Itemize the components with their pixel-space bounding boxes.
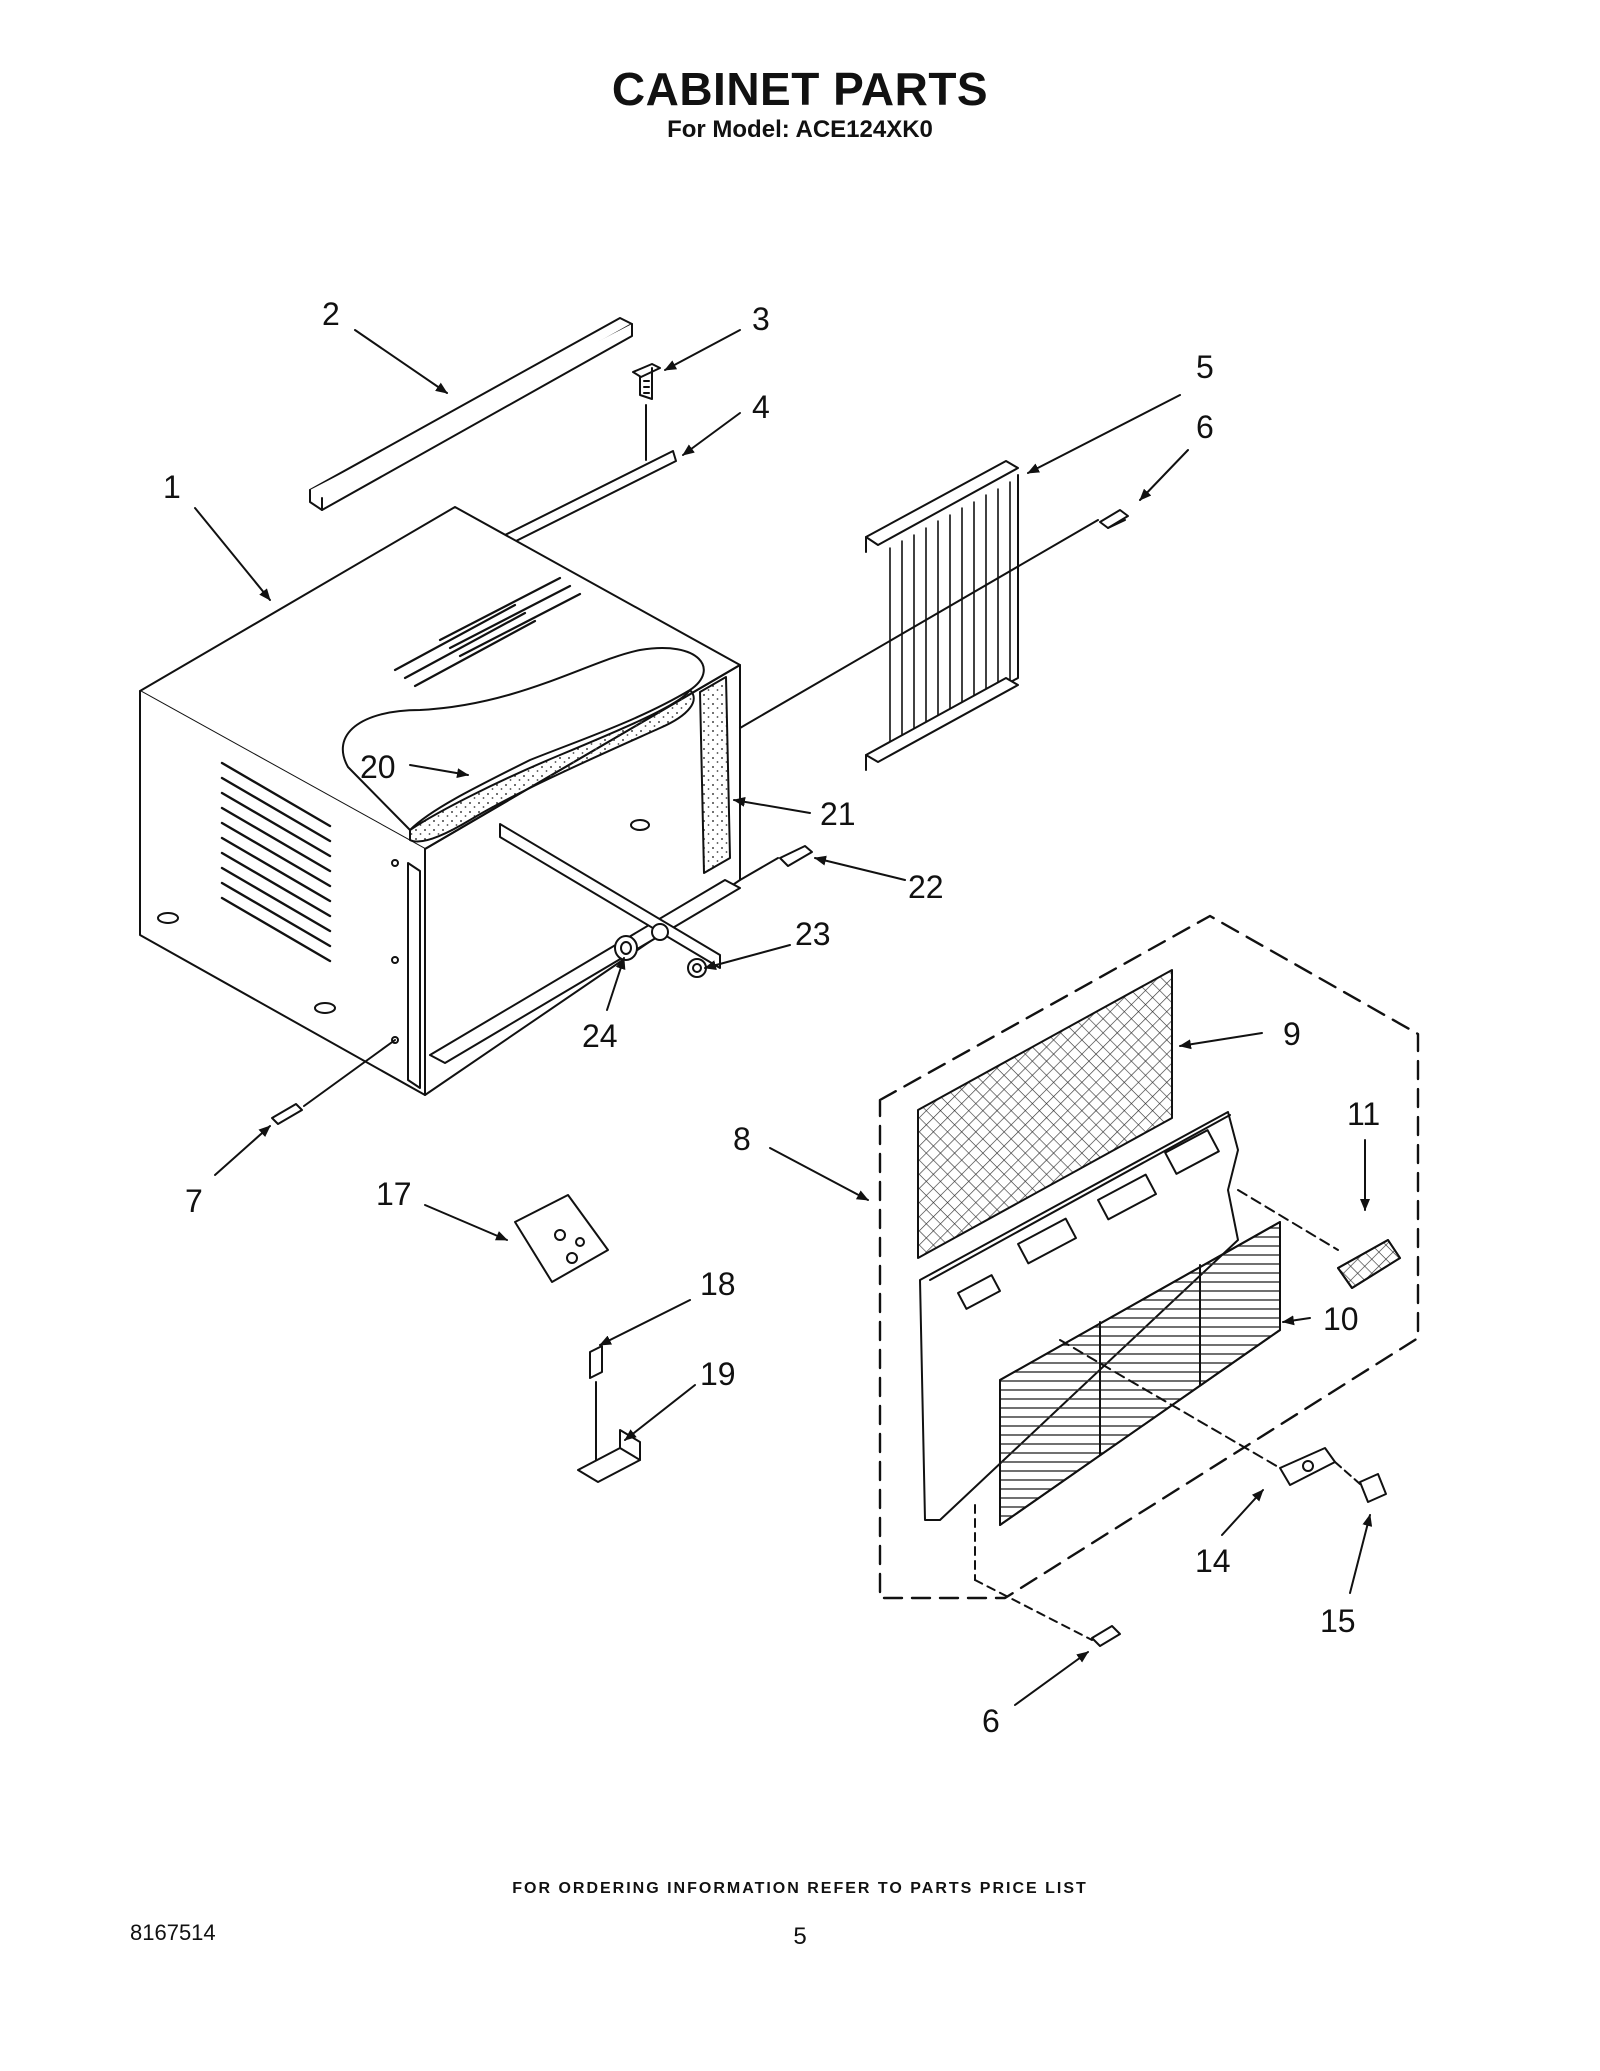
top-screw-part — [632, 363, 661, 461]
side-screw-part — [739, 845, 813, 881]
callout-6-top: 6 — [1196, 409, 1214, 445]
page-number: 5 — [793, 1923, 807, 1950]
callout-8: 8 — [733, 1121, 751, 1157]
callout-2: 2 — [322, 296, 340, 332]
callout-9: 9 — [1283, 1016, 1301, 1052]
callout-5: 5 — [1196, 349, 1214, 385]
air-filter-part — [917, 969, 1173, 1259]
callout-23: 23 — [795, 916, 831, 952]
front-assembly-boundary — [878, 914, 1420, 1600]
callout-20: 20 — [360, 749, 396, 785]
callout-21: 21 — [820, 796, 856, 832]
control-knob-part — [1237, 1189, 1401, 1289]
callout-14: 14 — [1195, 1543, 1231, 1579]
callout-1: 1 — [163, 469, 181, 505]
callout-17: 17 — [376, 1176, 412, 1212]
mounting-bracket-part — [577, 1345, 641, 1483]
page-title: CABINET PARTS — [611, 63, 989, 115]
model-subtitle: For Model: ACE124XK0 — [667, 116, 933, 143]
grille-screw-part — [739, 509, 1129, 729]
top-rail-part — [309, 317, 633, 511]
callout-22: 22 — [908, 869, 944, 905]
grommet-parts — [614, 923, 707, 978]
callout-3: 3 — [752, 301, 770, 337]
document-number: 8167514 — [130, 1920, 216, 1945]
callout-leaders — [194, 329, 1373, 1706]
callout-7: 7 — [185, 1183, 203, 1219]
callout-4: 4 — [752, 389, 770, 425]
callout-19: 19 — [700, 1356, 736, 1392]
knob-part — [1334, 1461, 1387, 1503]
side-foam-strip-part — [699, 676, 731, 874]
seal-gasket-part — [341, 647, 705, 843]
ordering-info-note: FOR ORDERING INFORMATION REFER TO PARTS … — [512, 1880, 1088, 1897]
front-grille-part — [999, 1221, 1281, 1526]
bracket-kit-part — [514, 1194, 609, 1283]
cabinet-screw-part — [271, 1039, 396, 1125]
front-screw-part — [974, 1504, 1121, 1647]
callout-10: 10 — [1323, 1301, 1359, 1337]
rear-grille-part — [865, 460, 1019, 771]
callout-6-bottom: 6 — [982, 1703, 1000, 1739]
callout-15: 15 — [1320, 1603, 1356, 1639]
callout-labels: 1 2 3 4 5 6 6 7 8 9 10 11 14 15 17 18 19… — [163, 296, 1380, 1739]
callout-11: 11 — [1347, 1096, 1380, 1132]
callout-18: 18 — [700, 1266, 736, 1302]
callout-24: 24 — [582, 1018, 618, 1054]
